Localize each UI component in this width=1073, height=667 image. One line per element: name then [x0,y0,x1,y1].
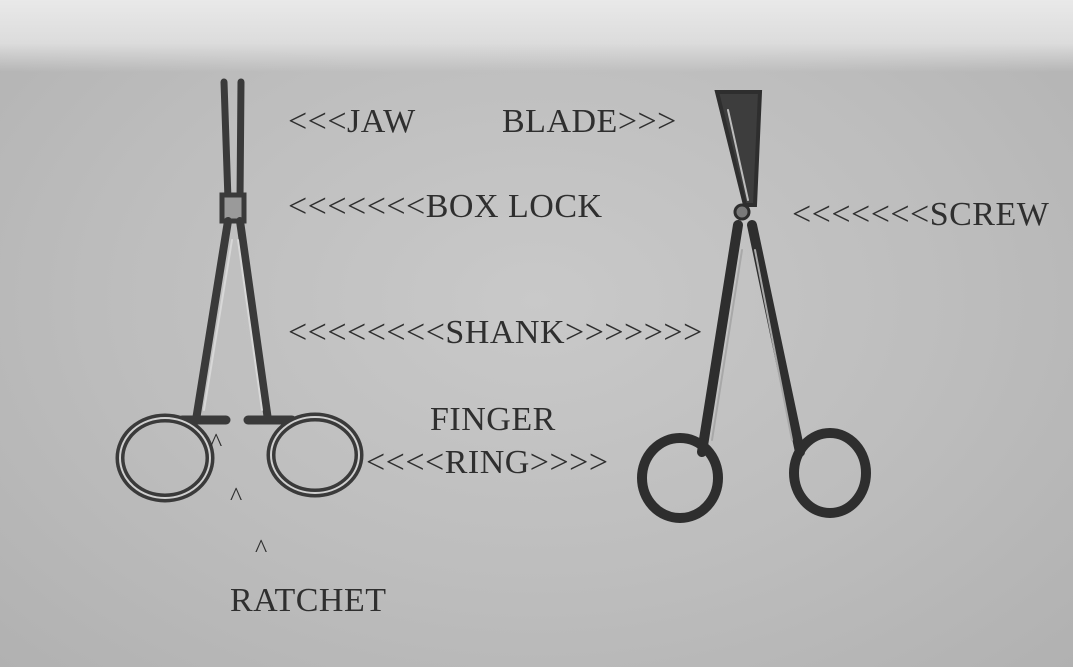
label-ring: <<<<RING>>>> [366,446,609,480]
label-shank: <<<<<<<<SHANK>>>>>>> [288,316,703,350]
label-screw: <<<<<<<SCREW [792,198,1049,232]
label-blade: BLADE>>> [502,105,677,139]
label-jaw: <<<JAW [288,105,416,139]
ratchet-caret-2: ^ [230,484,243,510]
label-ratchet: RATCHET [230,584,387,618]
label-box-lock: <<<<<<<BOX LOCK [288,190,603,224]
ratchet-caret-1: ^ [210,430,223,456]
ratchet-caret-3: ^ [255,536,268,562]
label-finger: FINGER [430,403,556,437]
